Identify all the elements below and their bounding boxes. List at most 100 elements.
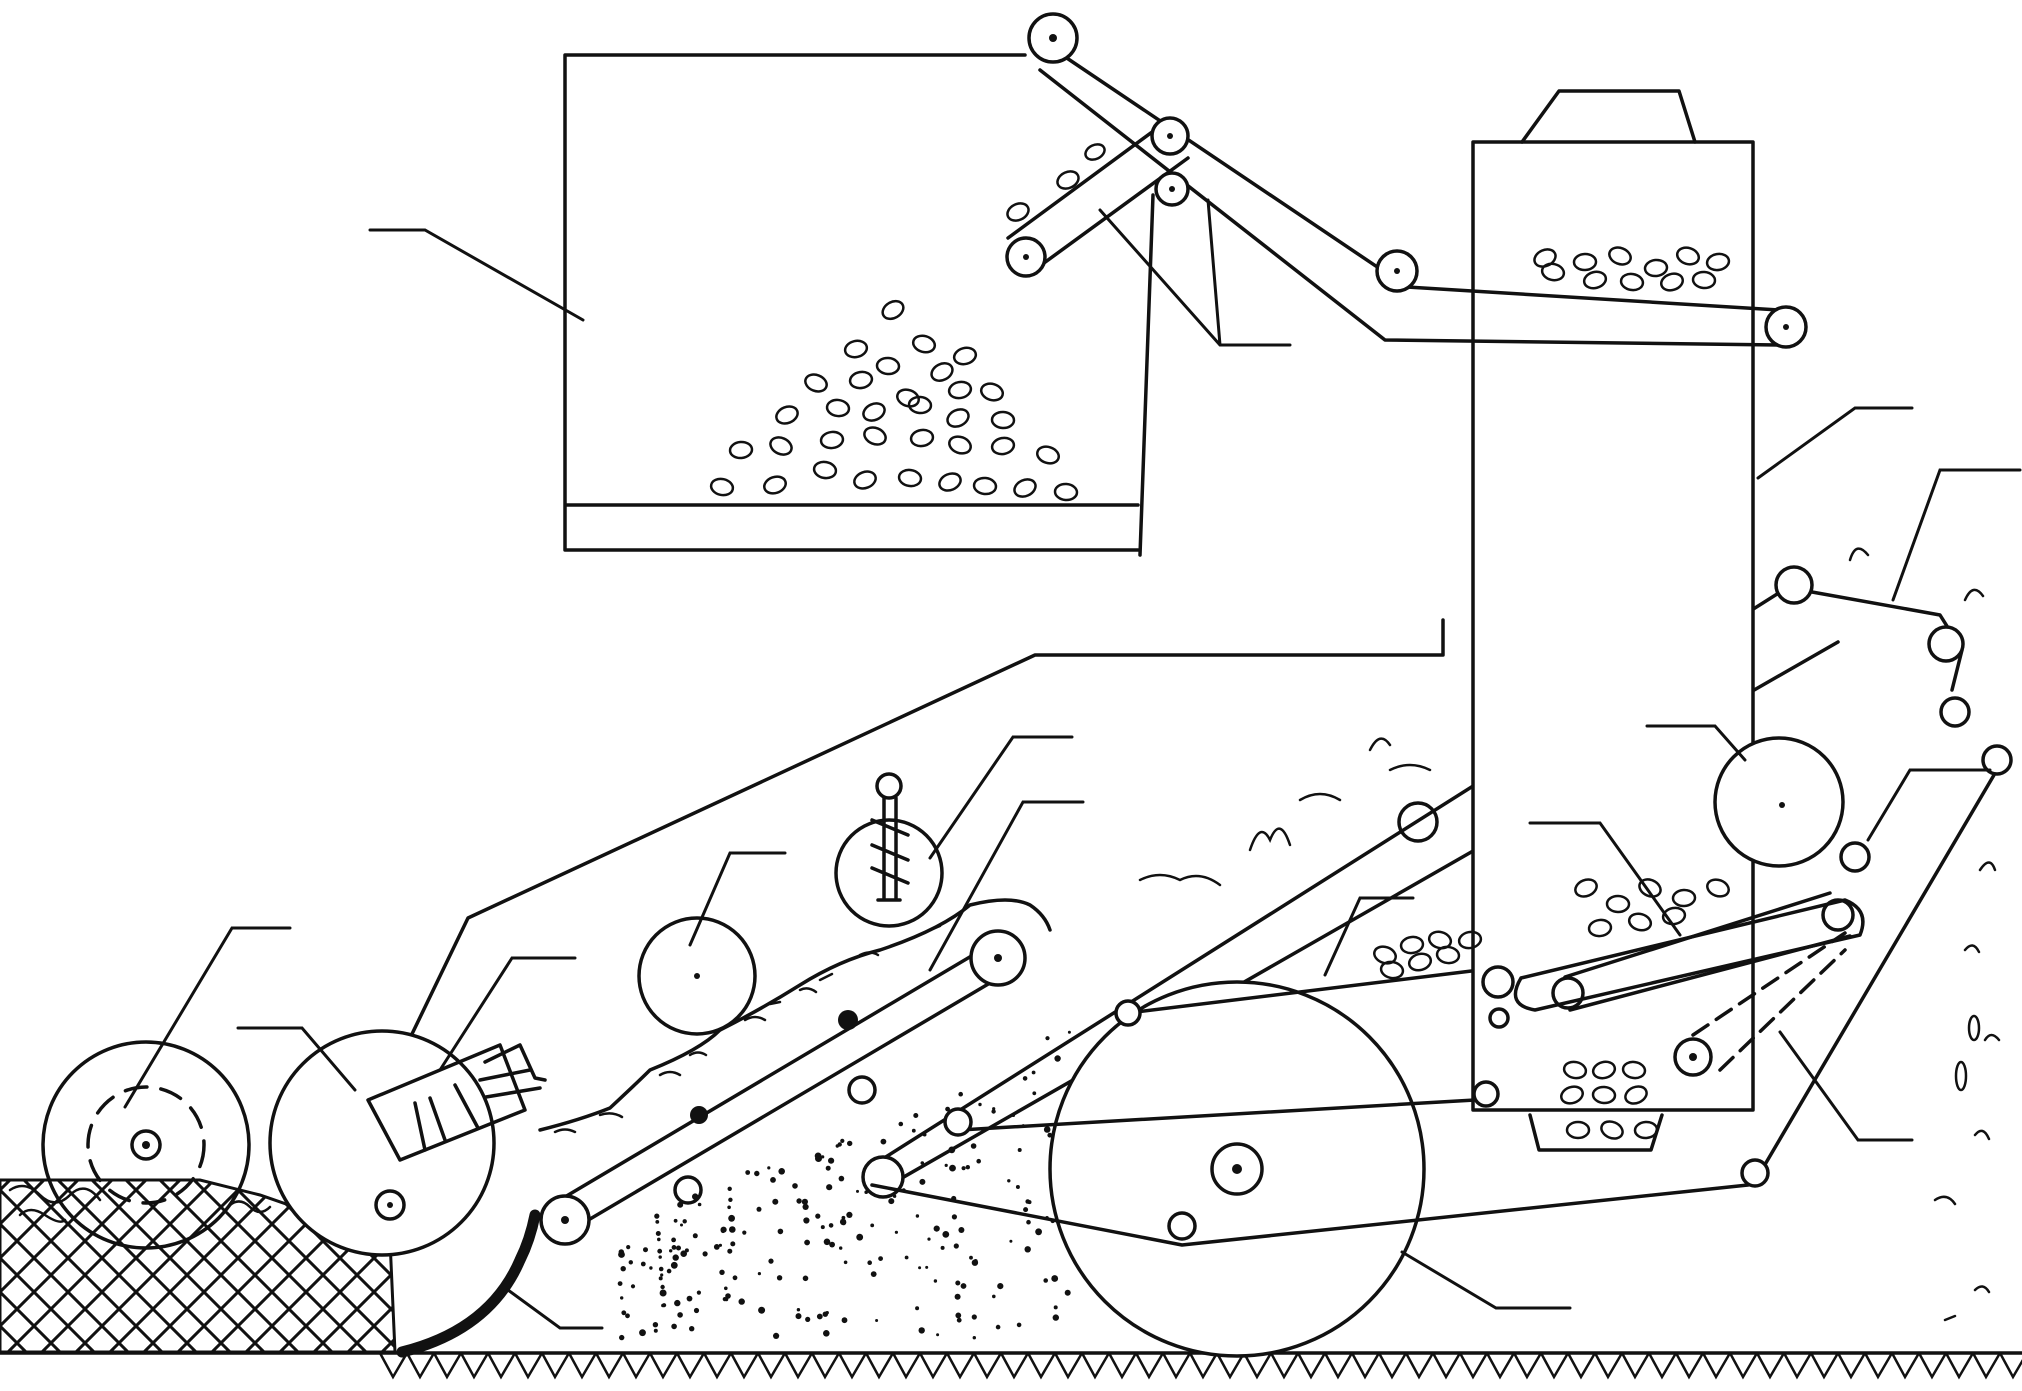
ground-tooth <box>1107 1351 1138 1380</box>
potato <box>1373 945 1397 965</box>
soil-particle <box>792 1183 798 1189</box>
ground-tooth <box>1188 1351 1219 1380</box>
soil-particle <box>954 1293 961 1300</box>
ground-tooth <box>567 1351 598 1380</box>
potato <box>881 299 905 321</box>
potato <box>990 410 1016 430</box>
ground-tooth <box>918 1351 949 1380</box>
soil-particle <box>1047 1132 1053 1138</box>
soil-particle <box>801 1198 809 1205</box>
ground-tooth <box>1080 1351 1111 1380</box>
potato <box>1621 1060 1647 1080</box>
soil-particle <box>676 1245 681 1251</box>
soil-particle <box>816 1313 823 1320</box>
soil-particle <box>658 1266 664 1272</box>
ground-tooth <box>864 1351 895 1380</box>
ground-tooth <box>1890 1351 1921 1380</box>
ground-tooth <box>1782 1351 1813 1380</box>
ground-tooth <box>486 1351 517 1380</box>
potato <box>909 428 935 448</box>
potato <box>1572 252 1598 272</box>
potato <box>1540 262 1566 282</box>
feed-roller <box>637 916 757 1036</box>
soil-particle <box>803 1217 810 1224</box>
soil-particle <box>953 1243 959 1249</box>
soil-particle <box>828 1223 834 1228</box>
potato <box>775 405 799 425</box>
soil-particle <box>684 1248 689 1253</box>
soil-particle <box>969 1255 973 1260</box>
ground-tooth <box>729 1351 760 1380</box>
gauge-wheel <box>41 1040 251 1250</box>
soil-particle <box>823 1330 830 1337</box>
soil-particle <box>925 1265 929 1269</box>
potato <box>1407 952 1433 972</box>
leader-feed-roller <box>688 851 787 947</box>
soil-particle <box>728 1197 733 1203</box>
potato <box>863 426 887 446</box>
soil-particle <box>657 1237 661 1242</box>
soil-particle <box>965 1165 970 1170</box>
drive-wheel <box>1048 980 1426 1358</box>
soil-particle <box>621 1310 627 1316</box>
soil-particle <box>654 1213 660 1219</box>
soil-particle <box>619 1334 625 1341</box>
soil-particle <box>1017 1148 1022 1152</box>
soil-particle <box>839 1246 843 1250</box>
potato <box>728 440 754 460</box>
soil-particle <box>662 1303 667 1308</box>
soil-particle <box>940 1245 945 1250</box>
potato <box>1661 906 1687 926</box>
soil-particle <box>971 1259 979 1266</box>
potato <box>1660 272 1684 292</box>
potato <box>848 370 874 390</box>
ground-tooth <box>1566 1351 1597 1380</box>
soil-particle <box>686 1295 693 1302</box>
potato <box>1427 930 1453 950</box>
soil-particle <box>1009 1239 1013 1243</box>
bunker-potatoes <box>1373 246 1731 1140</box>
soil-particle <box>1051 1275 1059 1282</box>
soil-particle <box>725 1293 731 1299</box>
falling-potatoes <box>1006 143 1106 222</box>
soil-particle <box>955 1280 961 1286</box>
soil-particle <box>856 1189 859 1193</box>
ground-tooth <box>1404 1351 1435 1380</box>
soil-particle <box>649 1266 653 1270</box>
soil-particle <box>660 1284 665 1290</box>
leader-haulm-roller <box>928 735 1074 860</box>
soil-particle <box>958 1091 963 1097</box>
soil-particle <box>727 1205 731 1210</box>
potato <box>1036 445 1060 465</box>
soil-particle <box>618 1251 625 1258</box>
potato <box>1560 1085 1584 1105</box>
ground-tooth <box>1161 1351 1192 1380</box>
soil-particle <box>949 1164 956 1172</box>
soil-particle <box>658 1276 663 1281</box>
ground-tooth <box>1944 1351 1975 1380</box>
ground-tooth <box>1647 1351 1678 1380</box>
potato <box>930 362 954 382</box>
soil-particle <box>804 1239 810 1246</box>
soil-particle <box>680 1223 683 1227</box>
soil-particle <box>620 1296 624 1300</box>
scraper-blade <box>396 1209 541 1358</box>
soil-particle <box>1043 1126 1051 1133</box>
soil-particle <box>655 1220 660 1224</box>
soil-particle <box>742 1230 747 1235</box>
soil-particle <box>867 1260 872 1265</box>
ground-tooth <box>702 1351 733 1380</box>
potato <box>1600 1120 1624 1140</box>
potato <box>1013 478 1037 498</box>
soil-particle <box>692 1233 698 1239</box>
soil-particle <box>870 1271 877 1277</box>
soil-particle <box>978 1102 982 1107</box>
soil-particle <box>1052 1314 1060 1321</box>
soil-particle <box>770 1177 776 1183</box>
potato <box>1624 1085 1648 1105</box>
soil-particle <box>805 1316 811 1322</box>
soil-particle <box>823 1238 831 1246</box>
ground-tooth <box>1674 1351 1705 1380</box>
soil-particle <box>626 1245 631 1250</box>
soil-particle <box>682 1219 687 1224</box>
